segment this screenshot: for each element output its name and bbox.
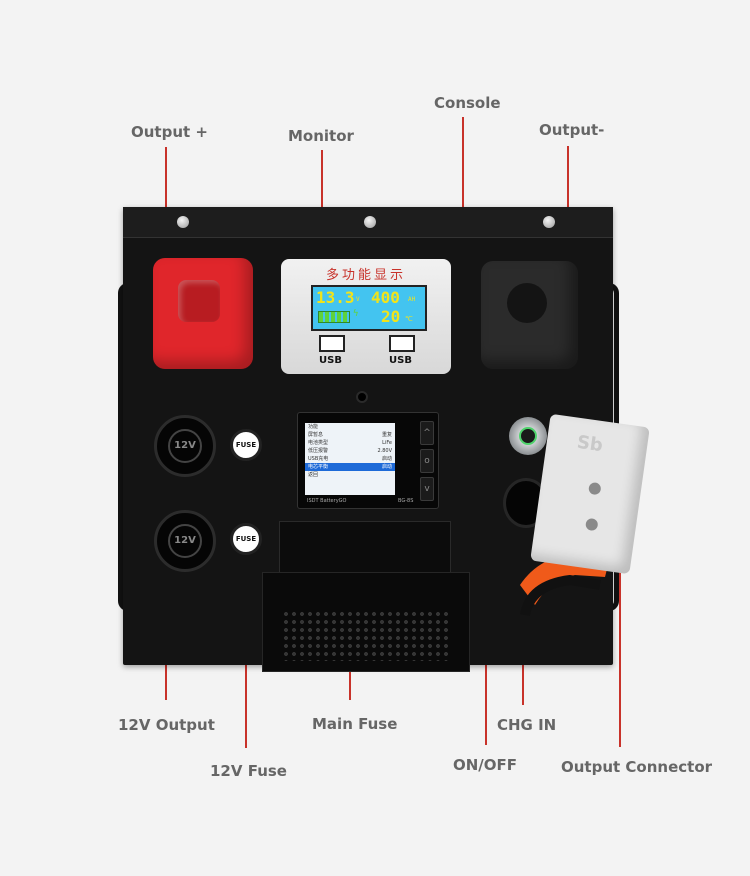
indicator-hole <box>356 391 368 403</box>
temperature-unit: ℃ <box>405 315 413 323</box>
connector-rivet <box>588 481 602 496</box>
console-menu-value: 启动 <box>381 456 392 462</box>
console-menu-item[interactable]: 返回 <box>305 471 395 479</box>
12v-output-socket-bottom[interactable]: 12V <box>154 510 216 572</box>
socket-rating: 12V <box>168 429 202 463</box>
connector-brand: Sb <box>575 431 605 457</box>
console-menu-value: LiFe <box>382 440 392 446</box>
console-menu-item[interactable]: USB充电 启动 <box>305 455 395 463</box>
connector-rivet <box>584 517 599 532</box>
battery-icon <box>318 311 350 323</box>
circle-icon[interactable]: o <box>420 449 434 473</box>
capacity-value: 400 <box>371 288 400 307</box>
negative-terminal[interactable] <box>481 261 578 369</box>
usb-icon[interactable] <box>319 335 345 352</box>
console-brand: ISDT BatteryGO <box>307 498 347 504</box>
label-12v-fuse: 12V Fuse <box>210 762 287 780</box>
label-output-plus: Output + <box>131 123 208 141</box>
arrow-down-icon[interactable]: v <box>420 477 434 501</box>
label-12v-output: 12V Output <box>118 716 215 734</box>
console-menu-label: 返回 <box>308 472 319 478</box>
label-main-fuse: Main Fuse <box>312 715 398 733</box>
label-chg-in: CHG IN <box>497 716 557 734</box>
console-menu-label: USB充电 <box>308 456 329 462</box>
console-menu-label: 电芯平衡 <box>308 464 329 470</box>
console-menu-item[interactable]: 低压报警 2.80V <box>305 447 395 455</box>
switch-ring-light <box>519 427 537 445</box>
console-menu-item[interactable]: 功能 <box>305 423 395 431</box>
console-menu-value: 重复 <box>381 432 392 438</box>
monitor-title: 多功能显示 <box>325 268 406 283</box>
usb-label-right: USB <box>389 355 412 366</box>
console-menu-label: 功能 <box>308 424 319 430</box>
usb-icon[interactable] <box>389 335 415 352</box>
on-off-switch[interactable] <box>509 417 547 455</box>
fuse-holder-top[interactable]: FUSE <box>230 429 262 461</box>
output-connector[interactable]: Sb <box>530 413 650 575</box>
positive-terminal[interactable] <box>153 258 253 369</box>
console-menu-value: 2.80V <box>377 448 392 454</box>
label-output-minus: Output- <box>539 121 605 139</box>
console-menu-item[interactable]: 屏暂息 重复 <box>305 431 395 439</box>
monitor-display: 多功能显示 13.3 V 400 AH ϟ 20 ℃ USB USB <box>281 259 451 374</box>
arrow-up-icon[interactable]: ^ <box>420 421 434 445</box>
terminal-bolt <box>507 283 547 323</box>
voltage-unit: V <box>356 296 360 303</box>
console-menu-label: 屏暂息 <box>308 432 324 438</box>
console-model: BG-8S <box>398 498 414 504</box>
console-menu-item[interactable]: 电池类型 LiFe <box>305 439 395 447</box>
screw <box>543 216 555 228</box>
label-console: Console <box>434 94 501 112</box>
usb-label-left: USB <box>319 355 342 366</box>
console-menu-label: 电池类型 <box>308 440 329 446</box>
socket-rating: 12V <box>168 524 202 558</box>
vent-grille <box>281 609 451 661</box>
capacity-unit: AH <box>408 296 416 303</box>
console-menu-value: 启动 <box>381 464 392 470</box>
terminal-bolt <box>178 280 220 322</box>
console-menu-label: 低压报警 <box>308 448 329 454</box>
bolt-icon: ϟ <box>353 309 359 319</box>
screw <box>364 216 376 228</box>
temperature-value: 20 <box>381 307 401 326</box>
label-on-off: ON/OFF <box>453 756 518 774</box>
main-fuse-housing <box>262 572 470 672</box>
screw <box>177 216 189 228</box>
fuse-holder-bottom[interactable]: FUSE <box>230 523 262 555</box>
label-output-connector: Output Connector <box>561 758 713 776</box>
lcd-screen: 13.3 V 400 AH ϟ 20 ℃ <box>311 285 427 331</box>
12v-output-socket-top[interactable]: 12V <box>154 415 216 477</box>
console-menu-item[interactable]: 电芯平衡 启动 <box>305 463 395 471</box>
label-monitor: Monitor <box>288 127 354 145</box>
voltage-value: 13.3 <box>316 288 355 307</box>
